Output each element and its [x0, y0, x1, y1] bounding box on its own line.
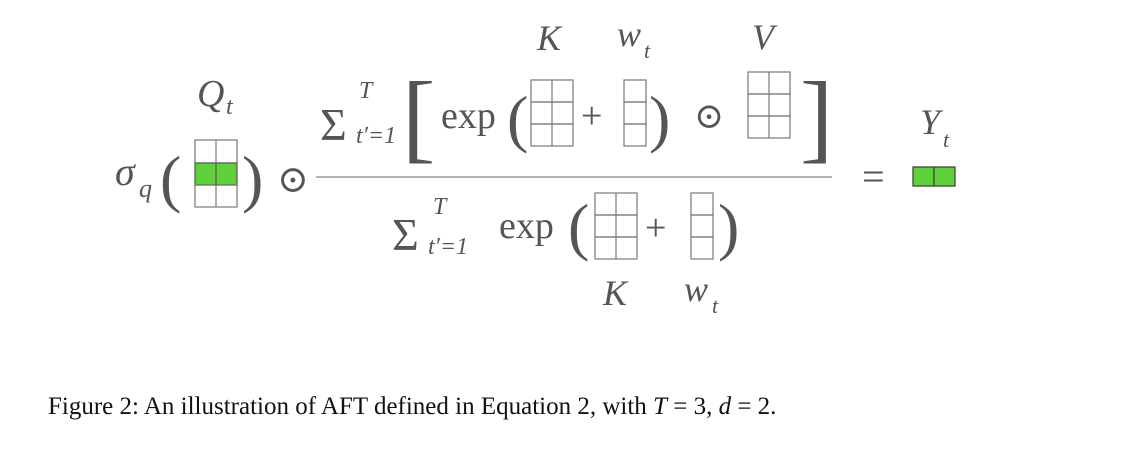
num-w-label: w	[617, 14, 641, 54]
y-label: Y	[920, 102, 944, 142]
num-sum-symbol: Σ	[320, 99, 347, 150]
num-w-cell-row3	[623, 123, 647, 147]
q-label: Q	[197, 73, 224, 115]
odot-left: ⊙	[277, 159, 309, 201]
den-k-matrix	[594, 192, 638, 260]
num-odot: ⊙	[694, 96, 724, 136]
equals-sign: =	[862, 154, 885, 199]
q-matrix	[194, 139, 238, 208]
num-w-cell-row1	[623, 79, 647, 103]
den-sum-symbol: Σ	[392, 209, 419, 260]
caption-eq2: = 2.	[731, 393, 777, 420]
num-exp: exp	[441, 95, 496, 137]
y-cell-1	[912, 166, 935, 187]
num-w-cell-row2	[623, 101, 647, 125]
y-cell-2	[933, 166, 956, 187]
den-w-label: w	[684, 269, 708, 309]
den-exp: exp	[499, 205, 554, 247]
den-k-label: K	[602, 273, 629, 313]
caption-var-d: d	[718, 393, 732, 420]
den-exp-close-paren: )	[718, 191, 739, 262]
den-sum-upper: T	[433, 194, 448, 220]
den-plus: +	[645, 207, 666, 249]
caption-var-t: T	[653, 393, 667, 420]
num-plus: +	[581, 95, 602, 137]
den-exp-open-paren: (	[568, 191, 589, 262]
y-label-subscript: t	[943, 127, 950, 152]
aft-equation-figure: σ q ( ) Q t ⊙ Σ T t′=1 [ exp ( + ) ⊙ ] K…	[115, 14, 956, 318]
num-open-bracket: [	[402, 61, 435, 172]
den-sum-lower: t′=1	[428, 234, 468, 260]
den-w-cell-row2	[690, 214, 714, 238]
num-w-label-subscript: t	[644, 38, 651, 63]
num-sum-upper: T	[359, 78, 374, 104]
den-w-matrix	[690, 192, 714, 260]
sigma-subscript: q	[139, 174, 152, 203]
num-exp-close-paren: )	[649, 83, 670, 154]
num-sum-lower: t′=1	[356, 123, 396, 149]
den-w-cell-row3	[690, 236, 714, 260]
num-k-matrix	[530, 79, 574, 147]
den-w-cell-row1	[690, 192, 714, 216]
num-exp-open-paren: (	[507, 83, 528, 154]
q-open-paren: (	[160, 143, 181, 214]
num-v-matrix	[747, 71, 791, 139]
figure-caption: Figure 2: An illustration of AFT defined…	[48, 393, 776, 421]
num-w-matrix	[623, 79, 647, 147]
num-close-bracket: ]	[800, 61, 833, 172]
num-k-label: K	[536, 18, 563, 58]
sigma-symbol: σ	[115, 149, 136, 194]
num-v-label: V	[752, 17, 778, 57]
q-label-subscript: t	[226, 94, 234, 120]
den-w-label-subscript: t	[712, 293, 719, 318]
caption-eq1: = 3,	[666, 393, 719, 420]
caption-prefix: Figure 2: An illustration of AFT defined…	[48, 393, 654, 420]
y-vector	[912, 166, 956, 187]
q-close-paren: )	[242, 143, 263, 214]
